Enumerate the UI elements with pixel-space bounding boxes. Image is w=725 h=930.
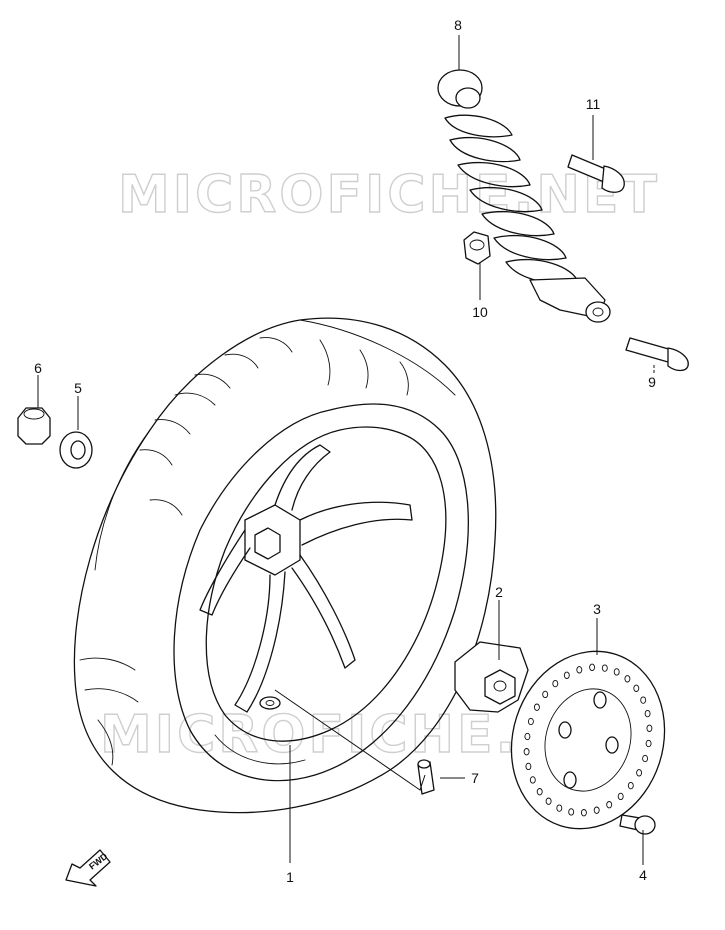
disc-hole xyxy=(589,663,596,671)
rear-shock-absorber xyxy=(437,69,611,323)
disc-hole xyxy=(601,664,608,672)
disc-hole xyxy=(646,724,653,732)
disc-hole xyxy=(568,808,575,816)
callout-11: 11 xyxy=(586,96,601,112)
callout-10: 10 xyxy=(472,304,488,320)
nut-shock xyxy=(463,231,491,265)
disc-hole xyxy=(580,809,587,817)
callout-5: 5 xyxy=(74,380,82,396)
disc-hole xyxy=(556,804,563,812)
callout-7: 7 xyxy=(471,770,479,786)
disc-hole xyxy=(552,679,559,688)
callout-1: 1 xyxy=(286,869,294,885)
disc-hole xyxy=(644,709,651,718)
disc-hole xyxy=(524,732,531,741)
disc-hole xyxy=(545,797,552,805)
disc-hole xyxy=(533,703,540,711)
disc-hole xyxy=(606,801,613,809)
watermark-top: MICROFICHE.NET xyxy=(118,165,660,225)
rear-tire xyxy=(73,317,497,814)
disc-hole xyxy=(645,739,652,748)
callout-9: 9 xyxy=(648,374,656,390)
callout-2: 2 xyxy=(495,584,503,600)
disc-hole xyxy=(527,717,534,726)
disc-hole xyxy=(624,675,631,683)
leader-lines xyxy=(37,35,655,865)
axle-washer xyxy=(59,431,93,469)
disc-hole xyxy=(542,690,549,699)
disc-hole xyxy=(529,776,536,784)
callout-8: 8 xyxy=(454,17,462,33)
disc-hole xyxy=(576,666,583,674)
disc-hole xyxy=(593,806,600,814)
bolt-lower xyxy=(625,337,689,372)
disc-hub xyxy=(454,641,529,713)
disc-hole xyxy=(640,696,647,704)
disc-hole xyxy=(525,762,532,771)
bolt-upper xyxy=(567,154,625,193)
disc-hole xyxy=(523,748,530,756)
disc-hole xyxy=(627,781,634,790)
callout-6: 6 xyxy=(34,360,42,376)
disc-hole xyxy=(563,671,570,679)
disc-hole xyxy=(642,754,649,763)
air-valve xyxy=(417,759,435,795)
disc-hole xyxy=(636,769,643,777)
fwd-arrow-icon: FWD xyxy=(65,849,111,887)
callout-3: 3 xyxy=(593,601,601,617)
rear-wheel-rim xyxy=(199,426,447,765)
disc-hole xyxy=(633,684,640,692)
callout-numbers: 1 2 3 4 5 6 7 8 9 10 11 xyxy=(34,17,656,885)
disc-hole xyxy=(617,792,624,801)
disc-hole xyxy=(536,788,543,796)
disc-hole xyxy=(613,668,620,676)
callout-4: 4 xyxy=(639,867,647,883)
brake-disc xyxy=(510,650,666,830)
disc-bolt xyxy=(619,814,656,835)
axle-nut xyxy=(17,407,51,445)
